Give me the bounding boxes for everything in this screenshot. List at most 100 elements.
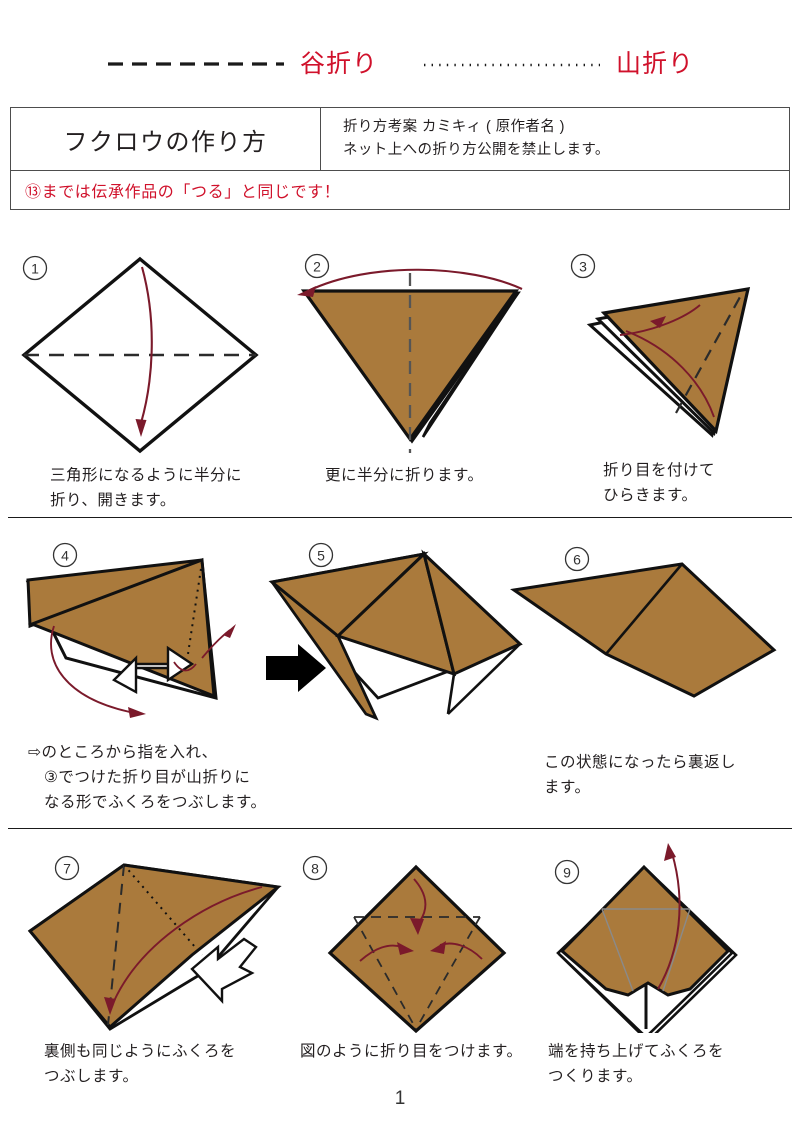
paper-fold-edge-diagonal <box>447 643 521 715</box>
svg-text:3: 3 <box>579 259 587 275</box>
squash-arrow-head <box>128 707 146 718</box>
lift-arrow-path <box>657 852 681 990</box>
fold-arrow-path-lower <box>625 330 715 418</box>
paper-triangle <box>600 287 751 435</box>
thin-crease-left <box>601 908 634 992</box>
step-6-figure <box>510 562 777 698</box>
paper-square <box>21 256 259 454</box>
fold-arrow-path <box>139 266 153 424</box>
svg-text:1: 1 <box>31 261 39 277</box>
squash-arrow-head <box>104 997 116 1015</box>
insert-finger-arrow-icon <box>190 937 258 1005</box>
step-4-caption: ⇨のところから指を入れ、 ③でつけた折り目が山折りに なる形でふくろをつぶします… <box>28 744 267 812</box>
step-4-number: 4 <box>50 540 80 575</box>
header-table: フクロウの作り方 折り方考案 カミキィ ( 原作者名 ) ネット上への折り方公開… <box>10 107 790 210</box>
step-3-figure <box>586 287 751 438</box>
step-8-number: 8 <box>300 853 330 888</box>
paper-lower-flap <box>421 292 520 438</box>
credit-line-restriction: ネット上への折り方公開を禁止します。 <box>343 142 610 158</box>
step-number-badge-2: 2 <box>304 253 330 279</box>
valley-fold-right-diagonal <box>415 916 481 1030</box>
paper-center-crease <box>605 563 683 655</box>
step-8: 8 図のように折り目をつけます。 <box>292 843 542 1060</box>
step-2-caption: 更に半分に折ります。 <box>325 467 484 484</box>
fold-arrow-head-top <box>410 918 424 935</box>
pocket-arrow-head-up <box>223 624 236 638</box>
header-title-cell: フクロウの作り方 <box>11 108 321 170</box>
step-5: 5 <box>258 532 528 732</box>
row-separator-1 <box>8 517 792 518</box>
fold-arrow-path <box>307 268 523 292</box>
step-number-badge-3: 3 <box>570 253 596 279</box>
step-6-caption: この状態になったら裏返し ます。 <box>544 754 737 797</box>
header-note: ⑬までは伝承作品の「つる」と同じです！ <box>25 184 341 201</box>
step-number-badge-7: 7 <box>54 855 80 881</box>
step-6-number: 6 <box>562 544 592 579</box>
paper-diamond <box>327 864 507 1033</box>
valley-fold-line-icon <box>107 62 284 66</box>
legend-label-valley-fold: 谷折り <box>299 49 378 78</box>
mountain-fold-line <box>187 561 203 655</box>
mountain-fold-line-icon <box>424 63 600 67</box>
step-1-caption: 三角形になるように半分に 折り、開きます。 <box>50 467 243 510</box>
step-9-caption: 端を持ち上げてふくろを つくります。 <box>548 1043 725 1086</box>
fold-arrow-head <box>297 286 316 297</box>
step-4: 4 ⇨のところから指を入れ、 ③でつけた折り目が山折りに なる形でふくろをつぶし… <box>6 532 266 811</box>
step-1-figure <box>21 256 259 454</box>
svg-text:9: 9 <box>563 865 571 881</box>
row-separator-2 <box>8 828 792 829</box>
paper-right-wing <box>421 549 523 677</box>
step-3: 3 折り目を付けて ひらきます。 <box>548 245 798 504</box>
step-7: 7 裏側も同じようにふくろを つぶします。 <box>6 843 286 1085</box>
squash-arrow-path <box>50 625 131 713</box>
step-7-number: 7 <box>52 853 82 888</box>
step-number-badge-9: 9 <box>554 859 580 885</box>
valley-fold-line <box>675 296 741 414</box>
step-8-figure <box>327 864 507 1033</box>
step-number-badge-5: 5 <box>308 542 334 568</box>
paper-front-body <box>559 864 731 997</box>
fold-arrow-head-upper <box>650 316 666 328</box>
legend-label-mountain-fold: 山折り <box>616 49 695 78</box>
step-2-figure <box>297 268 523 453</box>
svg-text:2: 2 <box>313 259 321 275</box>
squash-arrow-path <box>113 886 263 1002</box>
legend-item-mountain-fold: 山折り <box>422 49 695 78</box>
step-1: 1 三角形になるように半分に 折り、開きます。 <box>10 245 270 509</box>
fold-arrow-path-top <box>413 878 427 922</box>
step-5-figure <box>268 549 523 721</box>
legend-item-valley-fold: 谷折り <box>106 49 378 78</box>
step-number-badge-6: 6 <box>564 546 590 572</box>
page-number: 1 <box>394 1088 406 1109</box>
step-9-figure <box>556 843 738 1033</box>
step-7-caption: 裏側も同じようにふくろを つぶします。 <box>44 1043 237 1086</box>
step-number-badge-4: 4 <box>52 542 78 568</box>
step-7-figure <box>27 863 282 1031</box>
valley-fold-left-diagonal <box>353 916 417 1030</box>
transition-arrow-icon <box>266 644 326 692</box>
step-3-number: 3 <box>568 251 598 286</box>
insert-finger-arrow-icon <box>112 645 195 695</box>
fold-arrow-head <box>135 419 147 437</box>
step-3-caption: 折り目を付けて ひらきます。 <box>603 462 716 505</box>
step-1-number: 1 <box>20 253 50 288</box>
step-6: 6 この状態になったら裏返し ます。 <box>506 532 796 796</box>
svg-text:8: 8 <box>311 861 319 877</box>
step-4-figure <box>25 557 236 718</box>
credit-line-author: 折り方考案 カミキィ ( 原作者名 ) <box>343 118 565 135</box>
step-9: 9 端を持ち上げてふくろを つくります。 <box>540 843 800 1085</box>
paper-body <box>510 562 777 698</box>
fold-arrow-head-left <box>397 942 414 955</box>
svg-text:4: 4 <box>61 548 69 564</box>
fold-legend: 谷折り 山折り <box>0 40 800 88</box>
step-number-badge-1: 1 <box>22 255 48 281</box>
svg-text:6: 6 <box>573 552 581 568</box>
step-8-caption: 図のように折り目をつけます。 <box>300 1043 523 1060</box>
header-title-row: フクロウの作り方 折り方考案 カミキィ ( 原作者名 ) ネット上への折り方公開… <box>11 108 789 171</box>
mountain-fold-line <box>123 864 203 956</box>
thin-crease-right <box>662 908 691 992</box>
svg-text:7: 7 <box>63 861 71 877</box>
step-number-badge-8: 8 <box>302 855 328 881</box>
page-title: フクロウの作り方 <box>63 128 268 156</box>
header-note-row: ⑬までは伝承作品の「つる」と同じです！ <box>11 171 789 209</box>
